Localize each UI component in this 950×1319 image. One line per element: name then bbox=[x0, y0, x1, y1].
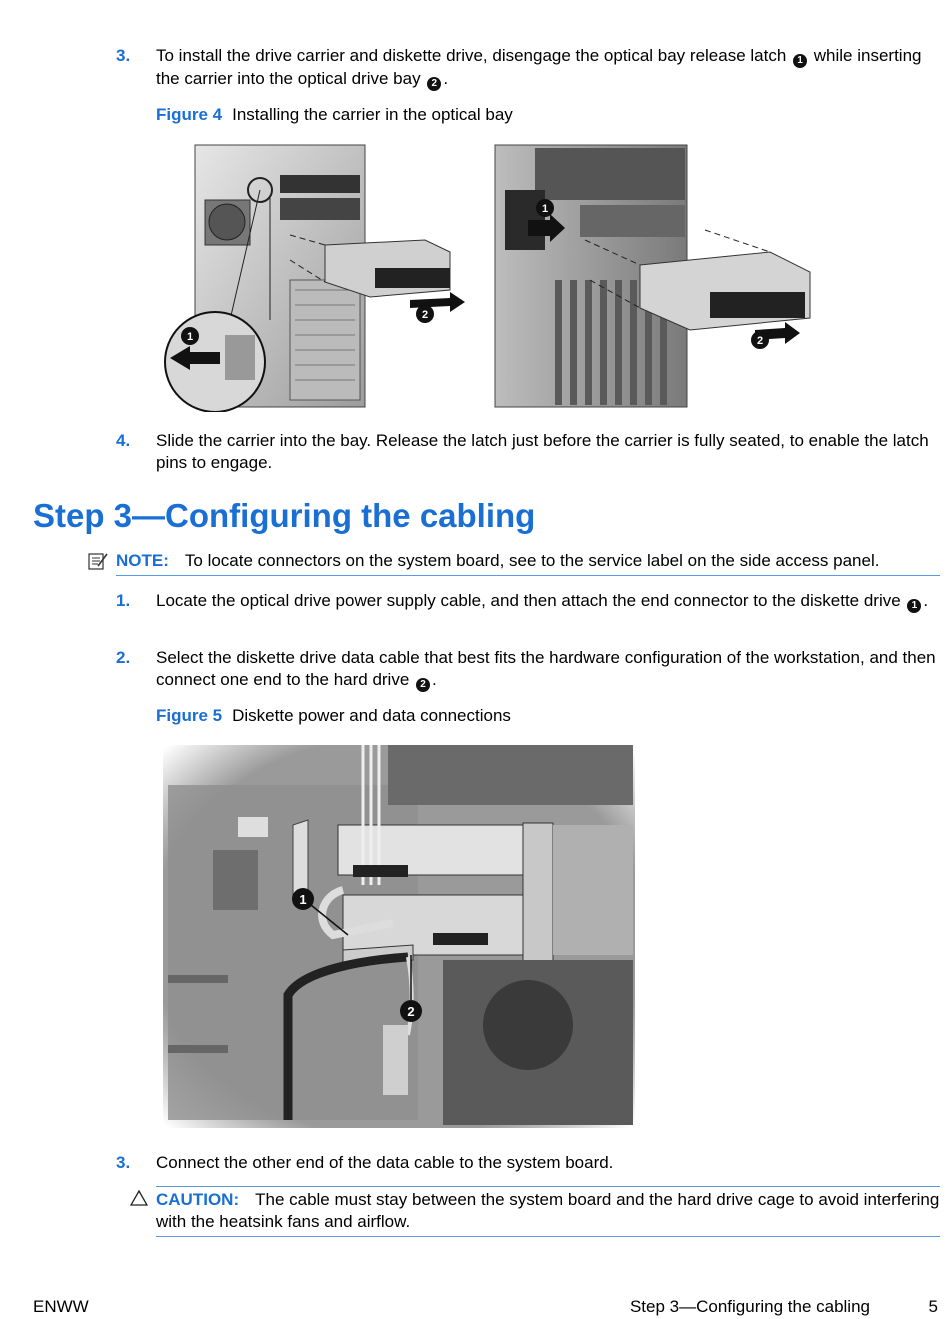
callout-1-label: 1 bbox=[187, 331, 193, 343]
callout-2-icon: 2 bbox=[416, 678, 431, 692]
step-number: 2. bbox=[116, 648, 131, 667]
caution-icon bbox=[130, 1190, 148, 1206]
note-box: NOTE: To locate connectors on the system … bbox=[116, 550, 940, 576]
callout-2-label: 2 bbox=[407, 1004, 414, 1019]
note-label: NOTE: bbox=[116, 551, 169, 570]
section-title: Step 3—Configuring the cabling bbox=[33, 497, 536, 534]
step-text: Locate the optical drive power supply ca… bbox=[156, 591, 929, 613]
callout-1-icon: 1 bbox=[793, 54, 808, 68]
figure-4-illustration: 2 1 1 2 bbox=[164, 144, 811, 412]
callout-1-label: 1 bbox=[542, 203, 548, 215]
step-text: Slide the carrier into the bay. Release … bbox=[156, 431, 929, 472]
callout-2-label: 2 bbox=[757, 335, 763, 347]
step-text: Select the diskette drive data cable tha… bbox=[156, 648, 936, 692]
callout-1-icon: 1 bbox=[907, 599, 922, 613]
footer-section: Step 3—Configuring the cabling bbox=[629, 1297, 870, 1316]
caution-label: CAUTION: bbox=[156, 1190, 240, 1209]
page-number: 5 bbox=[928, 1297, 938, 1316]
footer-left: ENWW bbox=[33, 1297, 89, 1316]
note-icon bbox=[88, 553, 108, 570]
step-number: 3. bbox=[116, 46, 131, 65]
callout-2-label: 2 bbox=[422, 309, 428, 321]
step-text: To install the drive carrier and diskett… bbox=[156, 46, 922, 91]
step-number: 4. bbox=[116, 431, 131, 450]
callout-2-icon: 2 bbox=[427, 77, 442, 91]
step-number: 1. bbox=[116, 591, 131, 610]
step-number: 3. bbox=[116, 1153, 131, 1172]
caution-text: The cable must stay between the system b… bbox=[156, 1190, 940, 1231]
caution-box: CAUTION:The cable must stay between the … bbox=[156, 1186, 940, 1237]
figure-5-illustration: 1 2 bbox=[163, 745, 635, 1128]
step-text: Connect the other end of the data cable … bbox=[156, 1153, 614, 1172]
note-text: To locate connectors on the system board… bbox=[184, 551, 880, 570]
callout-1-label: 1 bbox=[299, 892, 306, 907]
